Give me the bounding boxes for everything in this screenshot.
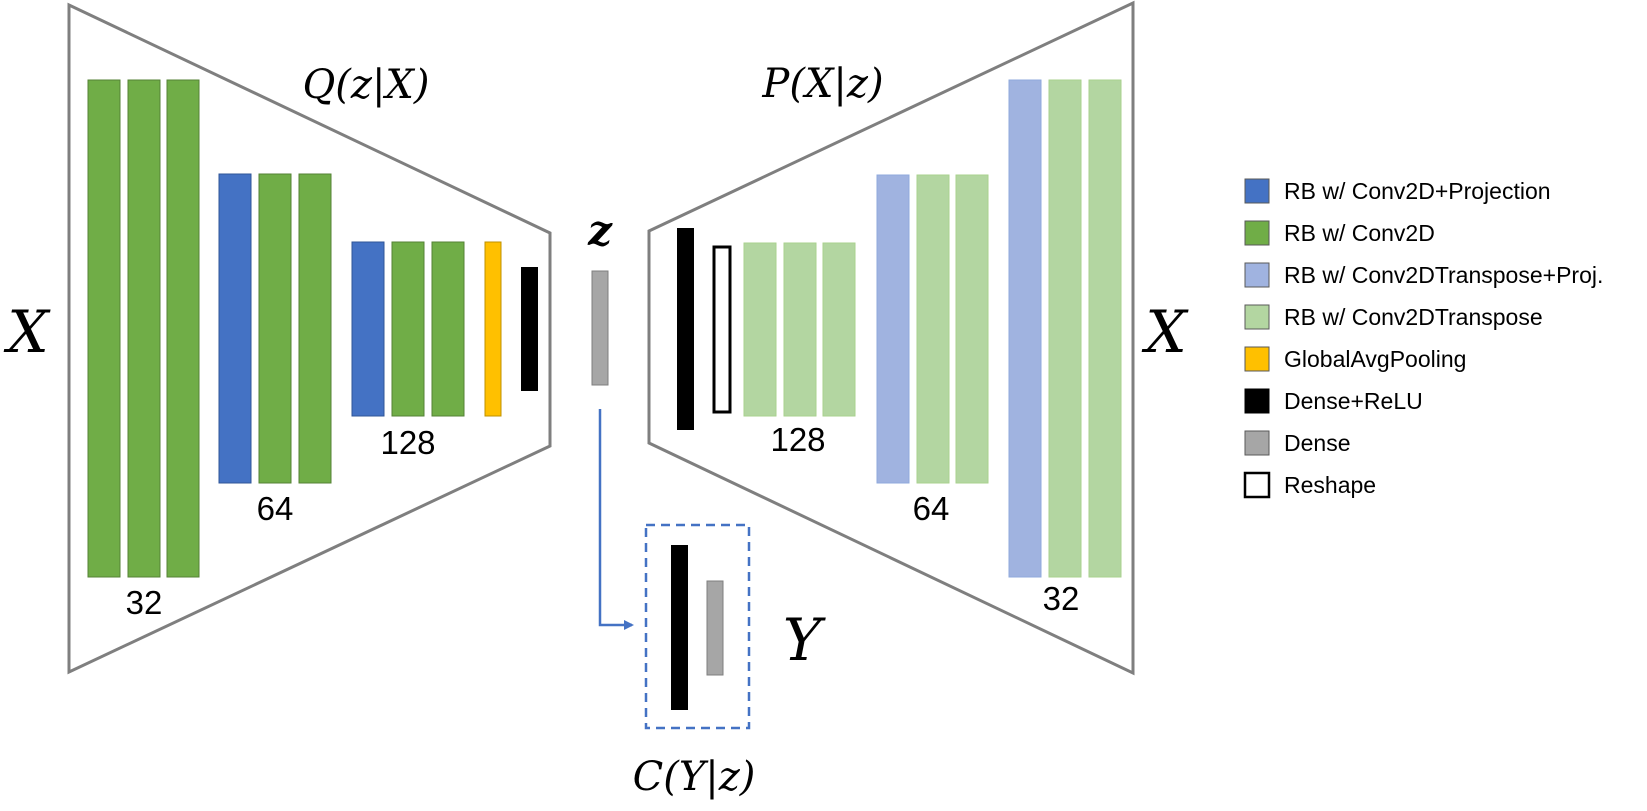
- decoder-conv2dtranspose-block-64-1: [916, 174, 950, 484]
- output-x-label: X: [1141, 298, 1189, 366]
- latent-dense-block: [591, 270, 609, 386]
- encoder-conv2d-block-128-2: [431, 241, 465, 417]
- legend-label: RB w/ Conv2DTranspose: [1284, 304, 1543, 330]
- legend: RB w/ Conv2D+Projection RB w/ Conv2D RB w/…: [1243, 178, 1603, 499]
- legend-swatch: [1244, 346, 1270, 372]
- classifier-dense-block: [706, 580, 724, 676]
- decoder-label: P(X|z): [761, 61, 883, 107]
- decoder-conv2dtranspose-block-128-3: [822, 242, 856, 417]
- legend-label: RB w/ Conv2D+Projection: [1284, 178, 1551, 204]
- encoder-blocks: [87, 79, 538, 578]
- encoder-stage-32-label: 32: [126, 584, 163, 621]
- decoder-conv2dtranspose-block-128-2: [783, 242, 817, 417]
- encoder-stage-128-label: 128: [380, 424, 435, 461]
- legend-item: Reshape: [1243, 471, 1376, 499]
- input-x-label: X: [3, 298, 51, 366]
- encoder-dense-relu-block: [521, 267, 538, 391]
- decoder-blocks: [677, 79, 1122, 578]
- latent-to-classifier-arrow: [598, 409, 634, 630]
- legend-label: GlobalAvgPooling: [1284, 346, 1466, 372]
- legend-item: Dense: [1244, 430, 1350, 456]
- decoder-conv2dtranspose-block-32-2: [1088, 79, 1122, 578]
- legend-swatch: [1244, 430, 1270, 456]
- encoder-conv2d-projection-block-128: [351, 241, 385, 417]
- legend-label: RB w/ Conv2D: [1284, 220, 1435, 246]
- target-y-label: Y: [783, 606, 826, 674]
- classifier-label: C(Y|z): [633, 754, 756, 800]
- legend-label: Dense: [1284, 430, 1350, 456]
- decoder-outline: [647, 0, 1135, 676]
- legend-swatch: [1244, 178, 1270, 204]
- legend-swatch: [1244, 304, 1270, 330]
- classifier-dense-relu-block: [671, 545, 688, 710]
- encoder-conv2d-block-32-3: [166, 79, 200, 578]
- decoder-conv2dtranspose-block-128-1: [743, 242, 777, 417]
- decoder-conv2dtranspose-projection-block-32: [1008, 79, 1042, 578]
- encoder-conv2d-block-32-1: [87, 79, 121, 578]
- encoder-conv2d-block-64-1: [258, 173, 292, 484]
- legend-item: GlobalAvgPooling: [1244, 346, 1466, 372]
- encoder-conv2d-block-32-2: [127, 79, 161, 578]
- encoder-label: Q(z|X): [302, 62, 429, 108]
- legend-label: Dense+ReLU: [1284, 388, 1423, 414]
- legend-item: RB w/ Conv2DTranspose: [1244, 304, 1543, 330]
- decoder-stage-128-label: 128: [770, 421, 825, 458]
- encoder-outline: [67, 2, 552, 675]
- decoder-stage-32-label: 32: [1043, 580, 1080, 617]
- encoder-globalavgpooling-block: [484, 241, 502, 417]
- decoder-reshape-block: [712, 245, 732, 414]
- legend-item: RB w/ Conv2DTranspose+Proj.: [1244, 262, 1603, 288]
- legend-item: Dense+ReLU: [1244, 388, 1423, 414]
- legend-label: RB w/ Conv2DTranspose+Proj.: [1284, 262, 1603, 288]
- legend-swatch: [1244, 262, 1270, 288]
- decoder-conv2dtranspose-projection-block-64: [876, 174, 910, 484]
- legend-label: Reshape: [1284, 472, 1376, 498]
- decoder-dense-relu-block: [677, 228, 694, 430]
- legend-item: RB w/ Conv2D+Projection: [1244, 178, 1551, 204]
- encoder-conv2d-block-64-2: [298, 173, 332, 484]
- legend-item: RB w/ Conv2D: [1244, 220, 1435, 246]
- latent-z-label: z: [587, 206, 613, 255]
- legend-swatch: [1243, 471, 1271, 499]
- encoder-stage-64-label: 64: [257, 490, 294, 527]
- classifier-dashed-box: [644, 523, 751, 730]
- decoder-conv2dtranspose-block-32-1: [1048, 79, 1082, 578]
- legend-swatch: [1244, 220, 1270, 246]
- decoder-conv2dtranspose-block-64-2: [955, 174, 989, 484]
- encoder-conv2d-projection-block-64: [218, 173, 252, 484]
- legend-swatch: [1244, 388, 1270, 414]
- encoder-conv2d-block-128-1: [391, 241, 425, 417]
- decoder-stage-64-label: 64: [913, 490, 950, 527]
